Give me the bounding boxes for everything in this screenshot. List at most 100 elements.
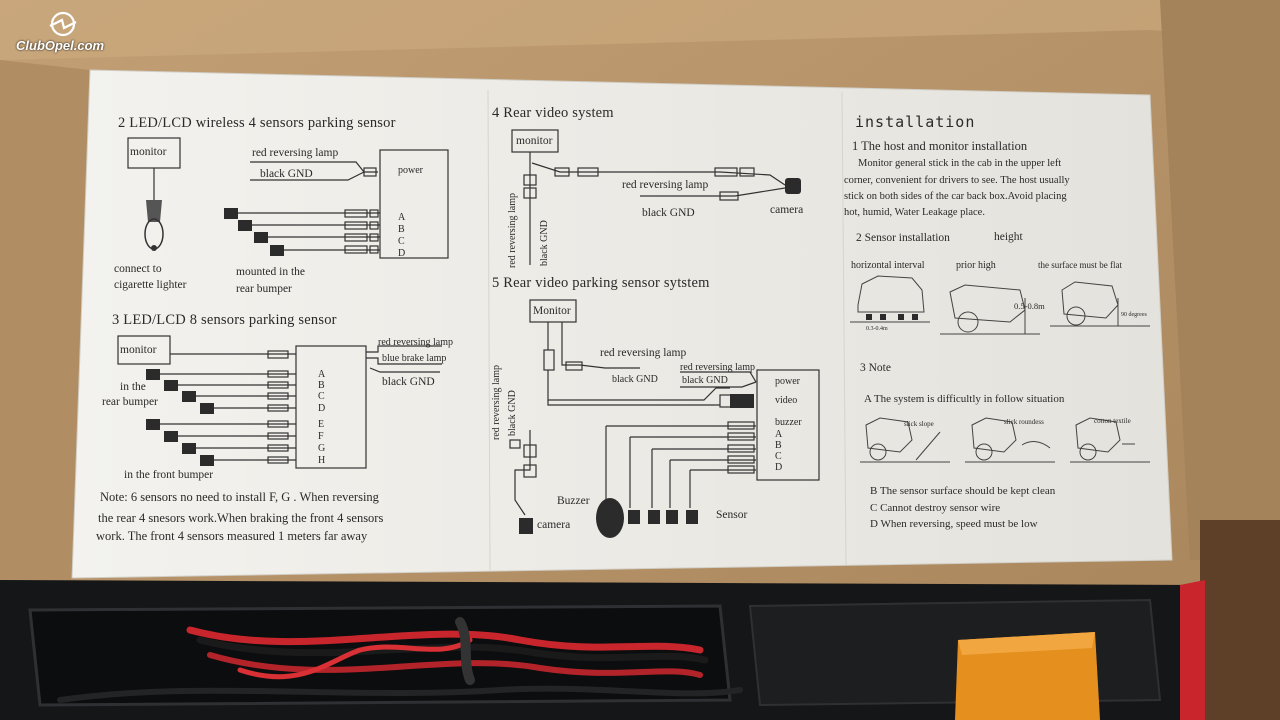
note-line-2: the rear 4 snesors work.When braking the…: [98, 511, 384, 525]
sec5-monitor-label: Monitor: [533, 305, 571, 317]
install-p1: Monitor general stick in the cab in the …: [858, 158, 1062, 169]
install-note-d: D When reversing, speed must be low: [870, 518, 1038, 530]
wire-bundle: [57, 617, 743, 703]
sec5-red-lamp-2: red reversing lamp: [680, 362, 755, 373]
install-horizontal: horizontal interval: [851, 260, 925, 271]
install-slick-slope: slick slope: [904, 420, 934, 428]
sec5-power-label: power: [775, 376, 800, 387]
sec2-power-label: power: [398, 165, 423, 176]
sec5-buzzer: Buzzer: [557, 495, 590, 507]
install-note-c: C Cannot destroy sensor wire: [870, 502, 1001, 514]
install-s2: 2 Sensor installation: [856, 232, 950, 244]
sec4-camera-shape: [785, 178, 801, 194]
box-flap-left: [0, 60, 90, 580]
sec2-connect-to: connect to: [114, 263, 162, 275]
install-p2: corner, convenient for drivers to see. T…: [844, 175, 1070, 186]
install-note-b: B The sensor surface should be kept clea…: [870, 485, 1056, 497]
sec3-port-b: B: [318, 380, 325, 391]
install-sensors: [866, 314, 918, 320]
sec3-port-d: D: [318, 403, 326, 414]
sec3-port-h: H: [318, 455, 326, 466]
sec5-parts: [519, 394, 754, 538]
install-slick-roundess: slick roundess: [1004, 418, 1044, 426]
box-flap-top: [0, 0, 1280, 60]
sec3-red-lamp: red reversing lamp: [378, 337, 453, 348]
install-prior-high: prior high: [956, 260, 996, 271]
sec4-title: 4 Rear video system: [492, 105, 614, 121]
sec5-black-gnd-2: black GND: [682, 375, 728, 386]
install-title: installation: [855, 113, 976, 131]
sec2-port-a: A: [398, 212, 406, 223]
box-corner: [1200, 520, 1280, 720]
sec3-black-gnd: black GND: [382, 376, 435, 388]
sec5-camera: camera: [537, 519, 571, 531]
sec3-rear-bumper: rear bumper: [102, 396, 158, 408]
sec2-port-d: D: [398, 248, 406, 259]
sec3-sensors: [146, 369, 214, 466]
install-cotton: cotton textile: [1094, 417, 1131, 425]
sec3-in-the: in the: [120, 381, 146, 393]
sec2-black-gnd: black GND: [260, 168, 313, 180]
sec3-title: 3 LED/LCD 8 sensors parking sensor: [112, 312, 337, 328]
sec2-diagram: [127, 137, 449, 259]
note-line-1: Note: 6 sensors no need to install F, G …: [100, 490, 379, 504]
install-dim2: 0.3-0.4m: [866, 326, 888, 332]
clubopel-logo-icon: [49, 11, 77, 37]
sec5-sensor: Sensor: [716, 509, 748, 521]
sec3-front-bumper: in the front bumper: [124, 469, 214, 481]
install-sketches: [850, 275, 1150, 463]
sec4-vertical-black: black GND: [539, 220, 550, 266]
install-angle: 90 degrees: [1121, 312, 1147, 318]
sec3-port-e: E: [318, 419, 325, 430]
sec2-title: 2 LED/LCD wireless 4 sensors parking sen…: [118, 115, 396, 131]
install-note-a: A The system is difficultly in follow si…: [864, 393, 1065, 405]
sec5-red-lamp: red reversing lamp: [600, 347, 687, 359]
sec3-port-c: C: [318, 391, 325, 402]
sec2-port-b: B: [398, 224, 405, 235]
sec2-rear-bumper: rear bumper: [236, 283, 292, 295]
sec3-port-g: G: [318, 443, 326, 454]
box-flap-right: [1160, 0, 1280, 560]
sec4-red-lamp: red reversing lamp: [622, 179, 709, 191]
sec3-diagram: [117, 335, 442, 469]
sheet-fold: [487, 89, 491, 571]
sec3-blue-lamp: blue brake lamp: [382, 353, 447, 364]
sec5-video-label: video: [775, 395, 798, 406]
sec3-port-f: F: [318, 431, 324, 442]
install-p4: hot, humid, Water Leakage place.: [844, 207, 985, 218]
cigarette-plug: [144, 200, 164, 251]
sec3-port-a: A: [318, 369, 326, 380]
sec2-cigarette: cigarette lighter: [114, 279, 187, 291]
sec2-sensors: [224, 208, 284, 256]
sec4-black-gnd: black GND: [642, 207, 695, 219]
sec4-diagram: [511, 129, 786, 265]
sec5-vertical-red: red reversing lamp: [491, 365, 502, 440]
sec5-port-a: A: [775, 429, 783, 440]
orange-foam-block: [955, 632, 1100, 720]
tray-compartment-right: [748, 598, 1162, 707]
sec4-camera: camera: [770, 204, 804, 216]
sheet-fold-2: [841, 91, 847, 566]
sec4-vertical-red: red reversing lamp: [507, 193, 518, 268]
install-height: height: [994, 231, 1023, 243]
watermark-text: ClubOpel.com: [16, 38, 105, 53]
install-flat: the surface must be flat: [1038, 260, 1122, 270]
sec5-port-b: B: [775, 440, 782, 451]
sec4-monitor-label: monitor: [516, 135, 553, 147]
note-line-3: work. The front 4 sensors measured 1 met…: [96, 529, 368, 543]
sec5-vertical-black: black GND: [507, 390, 518, 436]
sec2-monitor-label: monitor: [130, 146, 167, 158]
install-s3: 3 Note: [860, 362, 891, 374]
sec5-buzzer-port: buzzer: [775, 417, 802, 428]
install-dim1: 0.5-0.8m: [1014, 301, 1045, 311]
install-s1: 1 The host and monitor installation: [852, 139, 1028, 153]
sec5-title: 5 Rear video parking sensor sytstem: [492, 275, 710, 291]
sec5-port-d: D: [775, 462, 783, 473]
orange-foam-top: [958, 632, 1095, 655]
sec2-mounted: mounted in the: [236, 266, 305, 278]
install-p3: stick on both sides of the car back box.…: [844, 191, 1067, 202]
sec5-diagram: [509, 299, 820, 516]
red-box-edge: [1180, 580, 1205, 720]
